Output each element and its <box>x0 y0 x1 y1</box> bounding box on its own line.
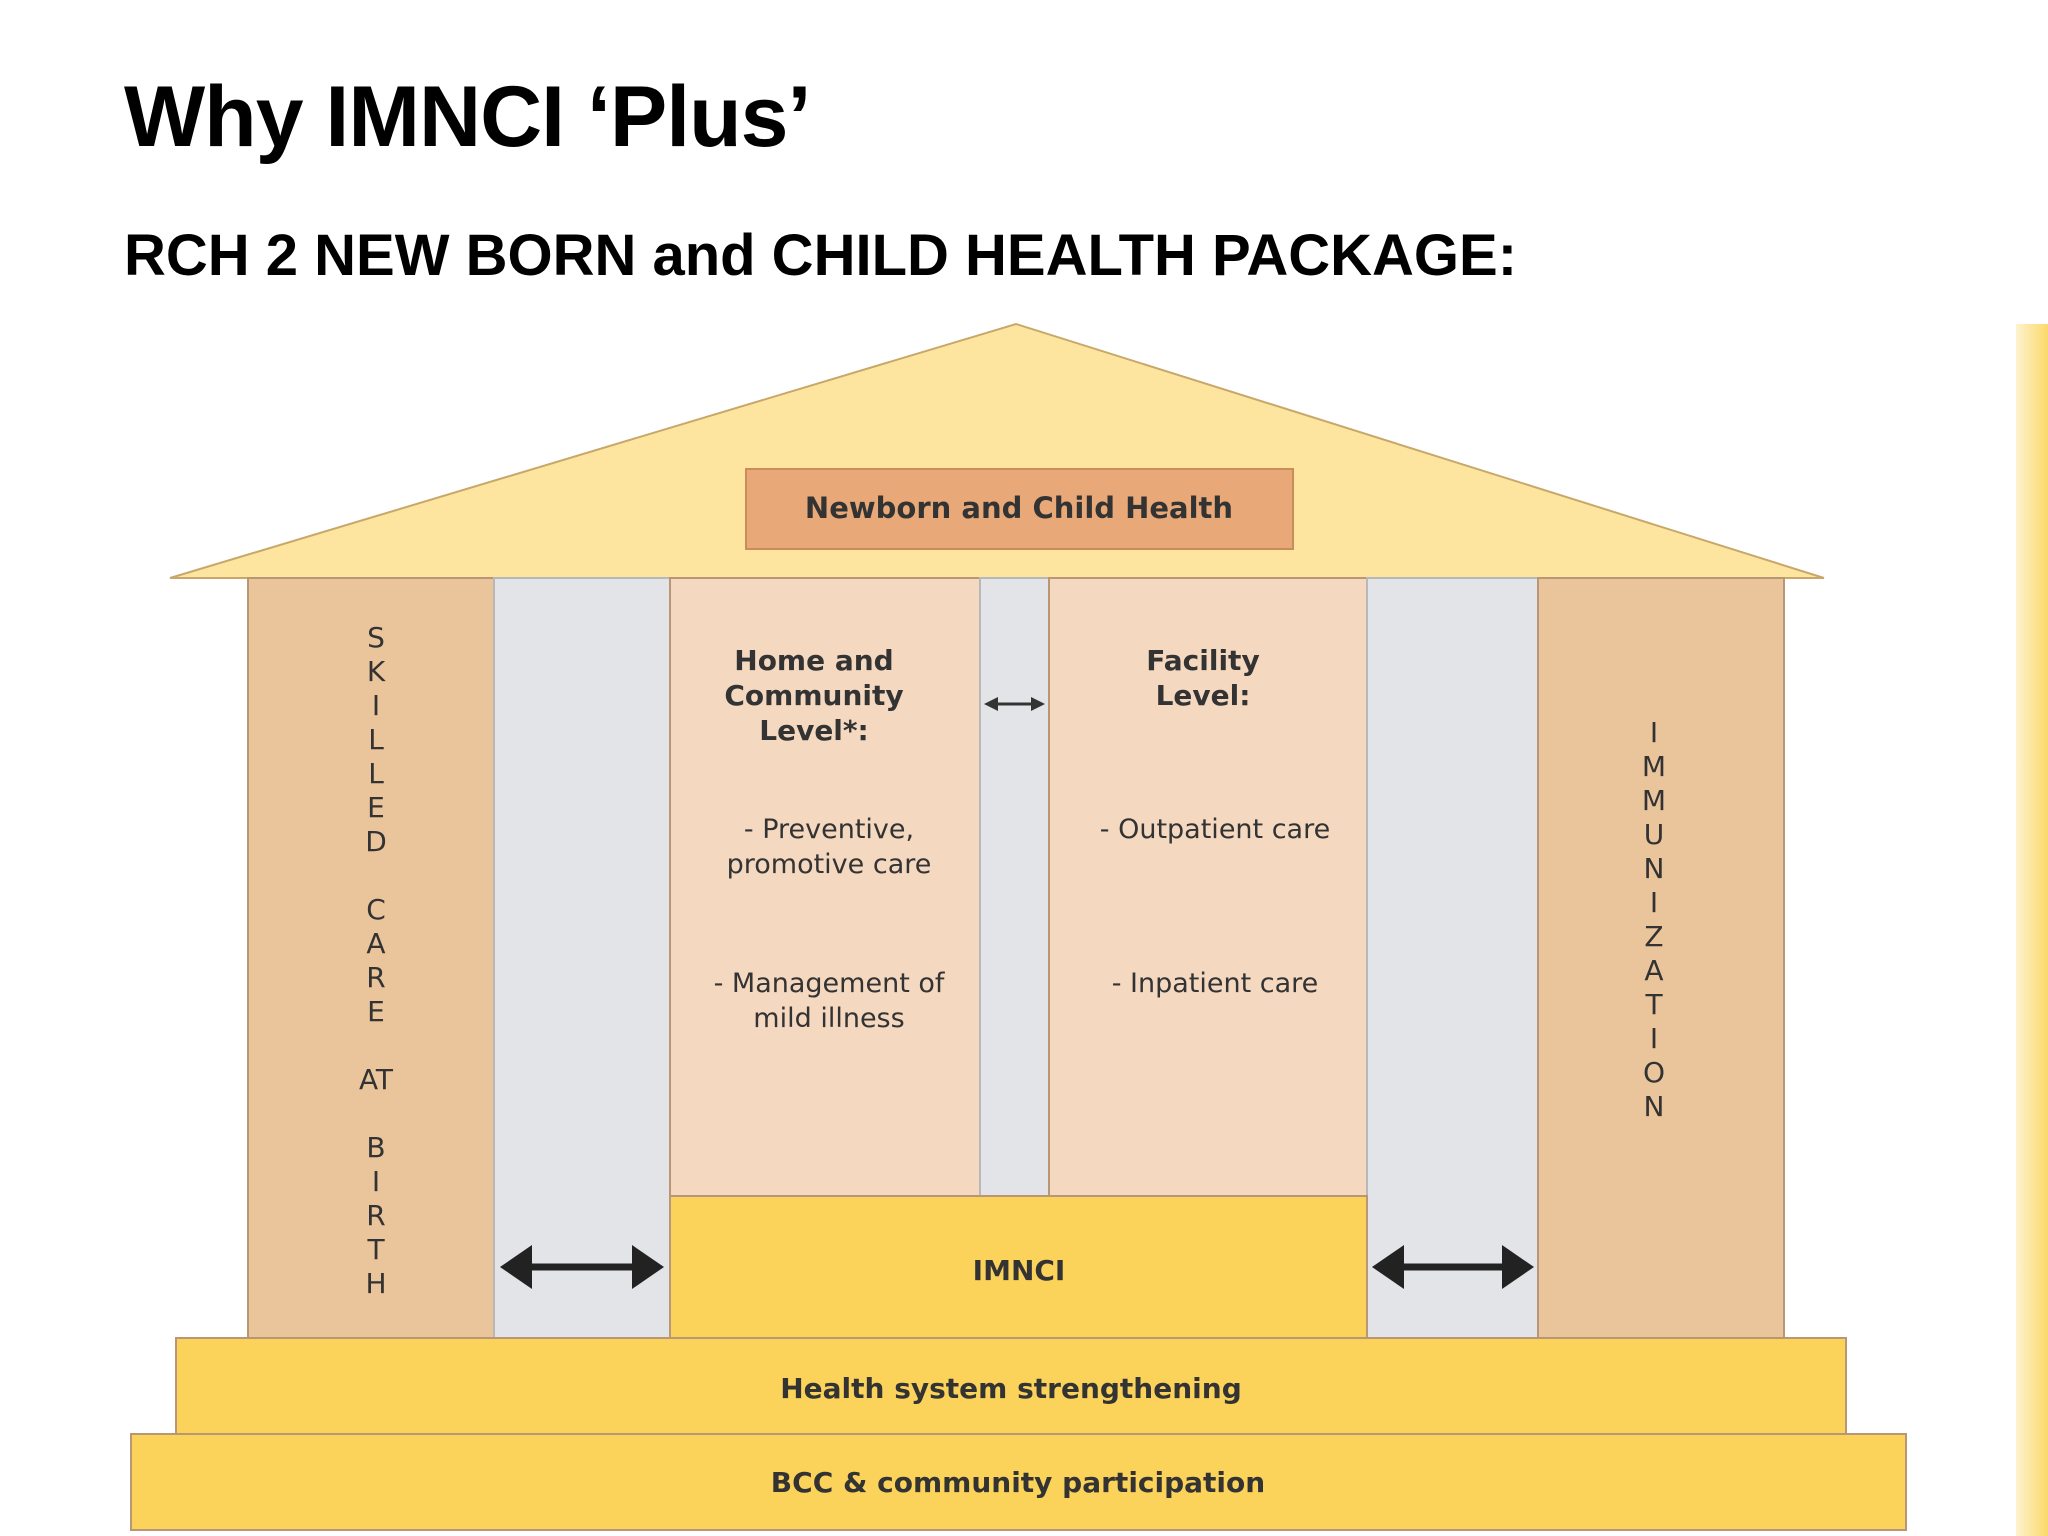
immunization-letter: T <box>1645 988 1663 1021</box>
skilled-care-letter: A <box>366 927 386 960</box>
bcc-step <box>130 1433 1907 1531</box>
home-item-management: - Management of mild illness <box>713 968 945 1034</box>
immunization-letter: I <box>1649 886 1659 919</box>
facility-heading: Facility Level: <box>1146 644 1260 712</box>
immunization-letter: M <box>1641 784 1667 817</box>
left-pillar <box>247 577 495 1339</box>
bcc-label: BCC & community participation <box>771 1466 1265 1499</box>
right-double-arrow <box>1372 1245 1534 1289</box>
skilled-care-letter: R <box>366 1199 386 1232</box>
home-community-column <box>669 577 981 1197</box>
imnci-label: IMNCI <box>973 1254 1066 1287</box>
immunization-letter: Z <box>1644 920 1664 953</box>
immunization-letter: N <box>1643 1090 1665 1123</box>
left-gap <box>493 577 671 1339</box>
skilled-care-letter: B <box>366 1131 386 1164</box>
health-system-step <box>175 1337 1847 1435</box>
skilled-care-letter <box>318 1097 434 1131</box>
skilled-care-letter: I <box>371 689 381 722</box>
skilled-care-letter <box>318 1029 434 1063</box>
skilled-care-letter: E <box>367 995 385 1028</box>
right-gap <box>1366 577 1539 1339</box>
skilled-care-letter: E <box>367 791 385 824</box>
roof-label-box <box>745 468 1294 550</box>
facility-item-outpatient: - Outpatient care <box>1099 814 1331 845</box>
home-item-preventive: - Preventive, promotive care <box>726 814 932 880</box>
health-system-label: Health system strengthening <box>780 1372 1242 1405</box>
left-double-arrow <box>500 1245 664 1289</box>
skilled-care-letter: T <box>367 1233 385 1266</box>
roof-label: Newborn and Child Health <box>805 491 1233 525</box>
skilled-care-letter: C <box>366 893 386 926</box>
skilled-care-letter: K <box>366 655 386 688</box>
home-heading: Home and Community Level*: <box>724 644 904 747</box>
skilled-care-letter: AT <box>358 1063 394 1096</box>
facility-column <box>1048 577 1368 1197</box>
immunization-letter: I <box>1649 716 1659 749</box>
skilled-care-letter: L <box>368 723 384 756</box>
skilled-care-letter: H <box>365 1267 387 1300</box>
immunization-letter: A <box>1644 954 1664 987</box>
skilled-care-letter: L <box>368 757 384 790</box>
facility-item-inpatient: - Inpatient care <box>1111 968 1319 999</box>
skilled-care-letter <box>318 859 434 893</box>
immunization-letter: N <box>1643 852 1665 885</box>
decorative-side-strip <box>2016 324 2048 1536</box>
middle-double-arrow <box>984 697 1045 711</box>
immunization-letter: I <box>1649 1022 1659 1055</box>
skilled-care-letter: S <box>367 621 385 654</box>
skilled-care-letter: D <box>365 825 387 858</box>
imnci-block <box>669 1195 1368 1339</box>
slide-subtitle: RCH 2 NEW BORN and CHILD HEALTH PACKAGE: <box>124 223 1518 288</box>
immunization-letter: M <box>1641 750 1667 783</box>
skilled-care-letter: R <box>366 961 386 994</box>
middle-gap <box>979 577 1050 1197</box>
immunization-letter: O <box>1642 1056 1666 1089</box>
skilled-care-letter: I <box>371 1165 381 1198</box>
immunization-letter: U <box>1643 818 1665 851</box>
slide-title: Why IMNCI ‘Plus’ <box>124 69 811 165</box>
right-pillar <box>1537 577 1785 1339</box>
